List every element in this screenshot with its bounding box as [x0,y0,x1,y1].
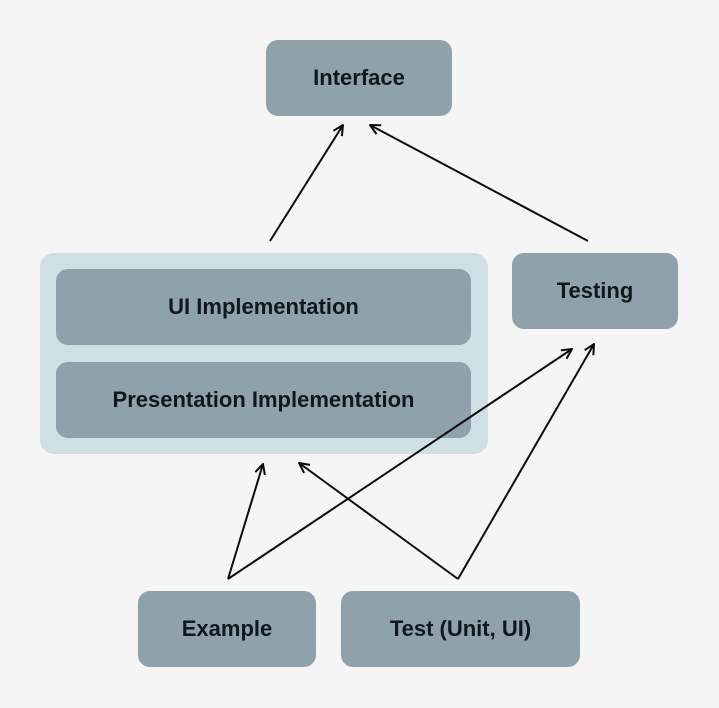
testing-node: Testing [512,253,678,329]
example-node: Example [138,591,316,667]
edge-testing-to-interface [370,125,589,242]
edge-test-to-implementation [299,463,459,580]
edge-implementation-to-interface [269,125,343,242]
test-unit-ui-node: Test (Unit, UI) [341,591,580,667]
presentation-implementation-node: Presentation Implementation [56,362,471,438]
edge-example-to-implementation [227,464,263,580]
interface-node: Interface [266,40,452,116]
ui-implementation-node: UI Implementation [56,269,471,345]
